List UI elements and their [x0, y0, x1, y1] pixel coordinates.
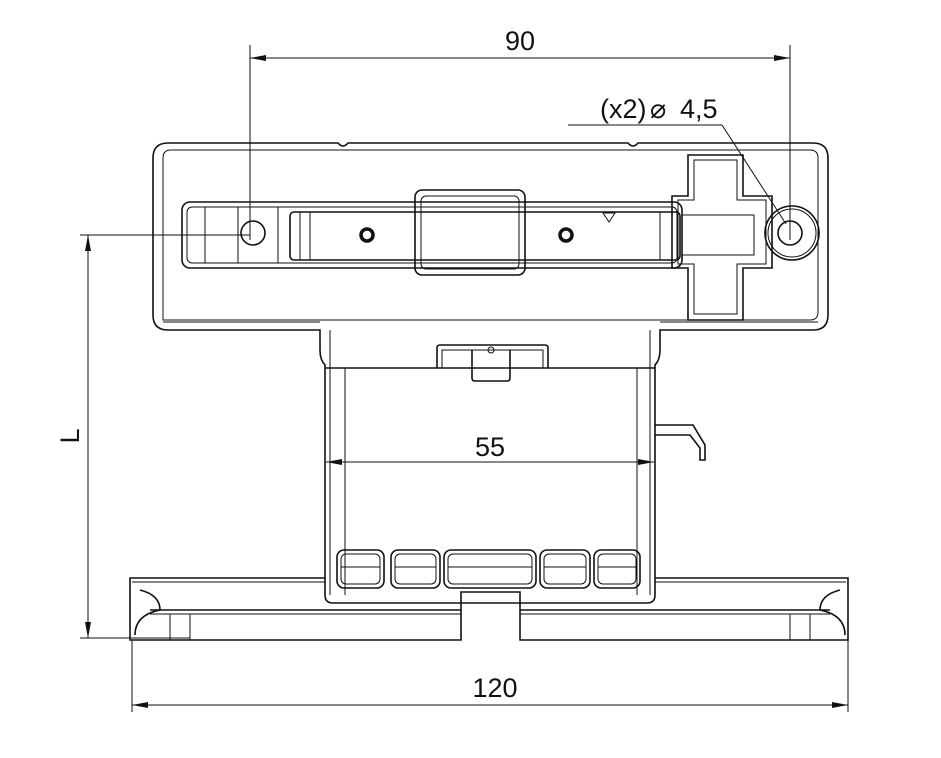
dimension-label: 55 [475, 432, 505, 462]
rivet-icon [359, 227, 375, 243]
sliding-bar [289, 211, 681, 261]
dimension-120: 120 [131, 640, 849, 712]
vent-slots [336, 549, 641, 589]
top-plate [152, 142, 829, 604]
dimension-label: 120 [472, 673, 517, 703]
dimension-label: L [55, 428, 85, 443]
callout-count: (x2) [600, 94, 647, 124]
stem [325, 330, 706, 595]
dimension-label: 90 [505, 26, 535, 56]
dimension-55: 55 [326, 432, 654, 465]
hole-callout: (x2) ⌀ 4,5 [568, 94, 787, 225]
diameter-symbol: ⌀ [650, 94, 666, 124]
callout-diameter: 4,5 [680, 94, 718, 124]
base-flange [129, 577, 849, 641]
dimension-L: L [55, 234, 250, 639]
cross-latch [671, 154, 773, 321]
mounting-hole-left [240, 220, 266, 246]
dimension-90: 90 [249, 26, 791, 240]
rivet-icon [558, 227, 574, 243]
center-tab [414, 189, 526, 276]
